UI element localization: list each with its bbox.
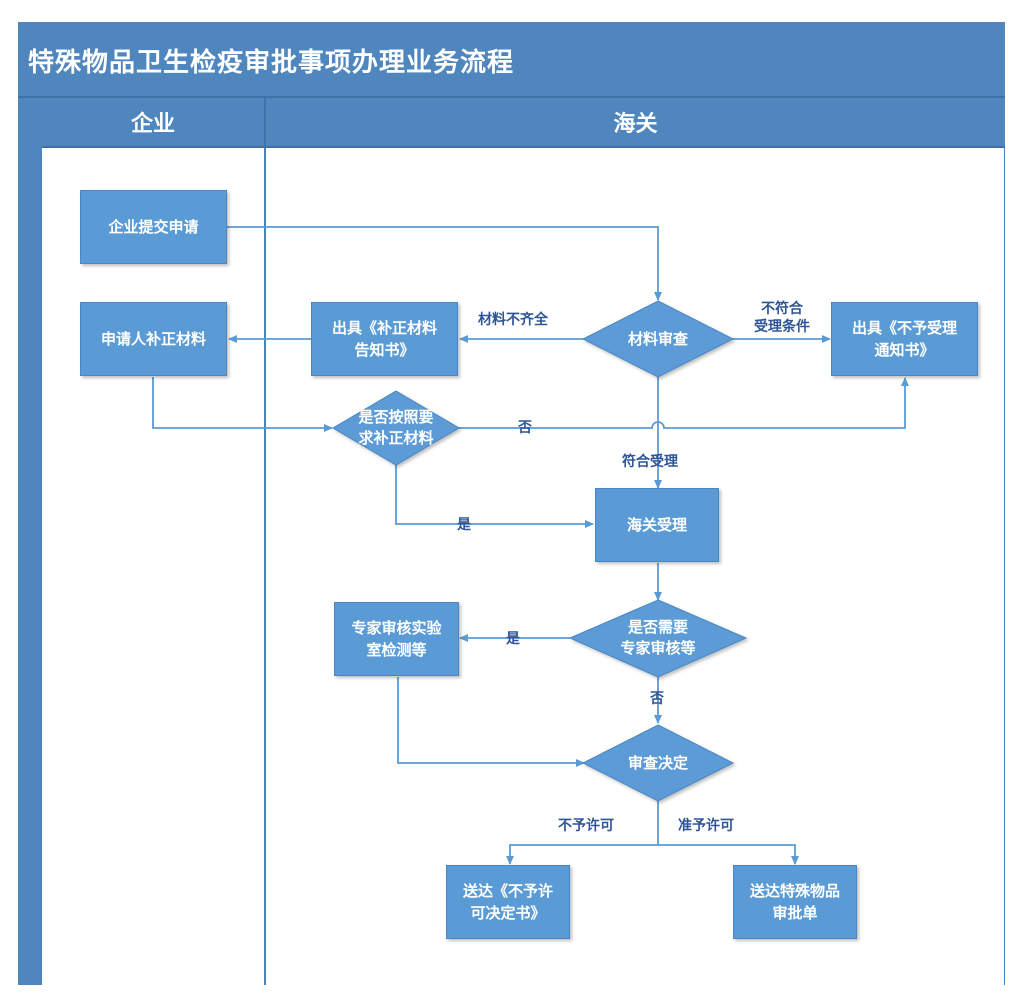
node-correction-notice: 出具《补正材料 告知书》 [311,302,458,376]
node-deliver-approve: 送达特殊物品 审批单 [733,865,857,939]
text-material-review: 材料审查 [627,329,688,348]
label-no-supplement: 否 [518,420,532,436]
text-check-supplement: 是否按照要 求补正材料 [358,408,434,447]
label-yes-supplement: 是 [457,517,471,533]
label-meets: 符合受理 [622,454,678,470]
label-no-expert: 否 [650,691,664,707]
left-strip [18,98,42,985]
edge-decision-branch [506,800,659,865]
node-submit: 企业提交申请 [80,190,227,264]
title-bar: 特殊物品卫生检疫审批事项办理业务流程 [18,22,1005,98]
diamond-material-review [581,300,735,378]
lane-enterprise [42,148,266,985]
node-reject-notice: 出具《不予受理 通知书》 [831,302,978,376]
lane-header-customs: 海关 [266,98,1005,148]
diagram-title: 特殊物品卫生检疫审批事项办理业务流程 [28,48,515,78]
lane-header-enterprise: 企业 [42,98,266,148]
label-not-meet: 不符合 受理条件 [754,301,810,335]
node-deliver-deny: 送达《不予许 可决定书》 [446,865,570,939]
diamond-check-supplement [332,390,460,466]
diamond-need-expert [568,599,748,678]
edge-expert-decision [397,677,585,767]
edge-check-accept [395,465,594,528]
node-accept: 海关受理 [595,488,719,562]
node-expert-review: 专家审核实验 室检测等 [334,602,459,676]
label-incomplete: 材料不齐全 [478,312,548,328]
text-decision: 审查决定 [627,753,688,772]
edge-branch-approve [658,844,799,865]
edge-check-reject [458,377,909,429]
edge-submit-review [227,226,662,301]
label-approve: 准予许可 [678,818,734,834]
label-deny: 不予许可 [558,818,614,834]
node-supplement: 申请人补正材料 [80,302,227,376]
diamond-decision [581,724,735,802]
text-need-expert: 是否需要 专家审核等 [620,618,696,657]
edge-supplement-check [152,377,333,432]
label-yes-expert: 是 [506,631,520,647]
